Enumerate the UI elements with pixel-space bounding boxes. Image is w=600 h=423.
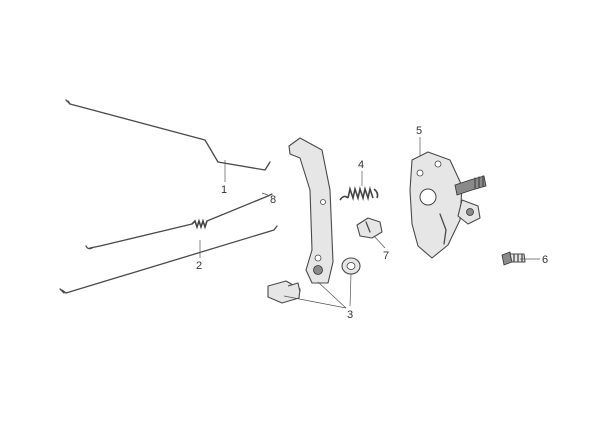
callout-3: 3 [347,309,353,321]
part-4-spring [339,186,379,201]
part-1-upper-rod [65,99,271,171]
leader-lines [199,137,540,309]
callout-8: 8 [270,194,276,206]
callout-4: 4 [358,159,364,171]
callout-2: 2 [196,260,202,272]
part-7-clip [356,217,383,239]
callout-5: 5 [416,125,422,137]
part-3-lever-arm [288,137,334,284]
callout-1: 1 [221,184,227,196]
part-5-bracket-assembly [409,151,487,259]
part-3-pin [267,280,301,304]
part-8-spring-rod [85,193,273,250]
callout-7: 7 [383,250,389,262]
callout-6: 6 [542,254,548,266]
part-6-bolt [501,251,526,266]
part-2-lower-rod [59,225,278,294]
part-3-washer [341,257,361,275]
